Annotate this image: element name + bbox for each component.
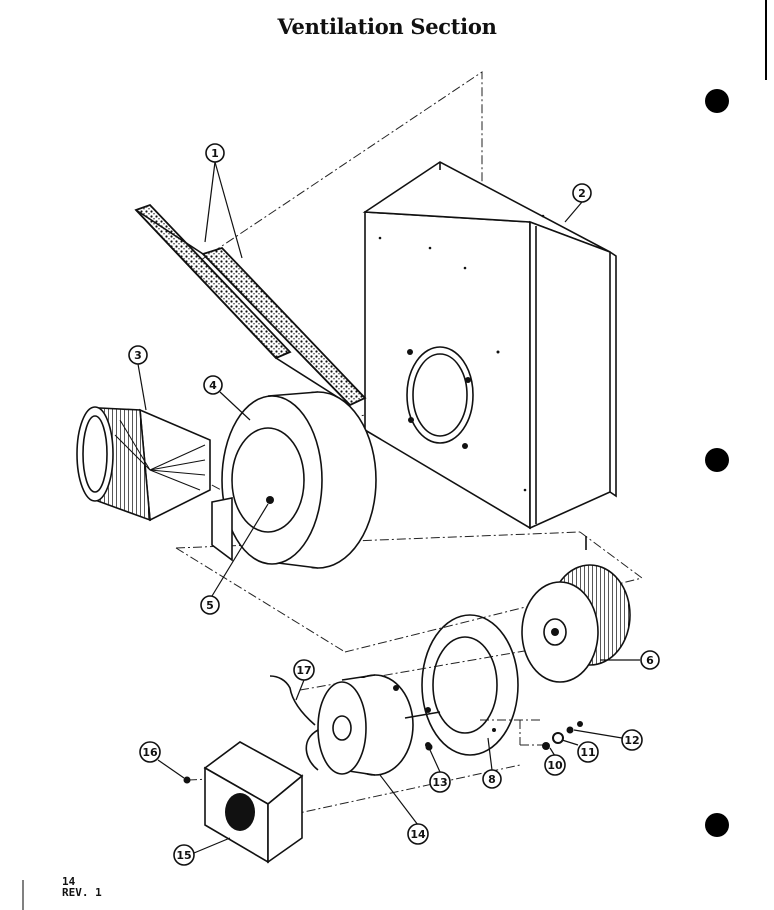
callout-17: 17: [293, 659, 315, 681]
svg-text:5: 5: [206, 599, 214, 612]
svg-text:2: 2: [578, 187, 586, 200]
callout-2: 2: [572, 183, 592, 203]
svg-text:14: 14: [410, 828, 426, 841]
callout-10: 10: [544, 754, 566, 776]
svg-text:3: 3: [134, 349, 142, 362]
callout-13: 13: [429, 771, 451, 793]
part-6-blower-wheel: [521, 536, 631, 683]
callout-1: 1: [205, 143, 225, 163]
callout-4: 4: [203, 375, 223, 395]
callout-8: 8: [482, 769, 502, 789]
part-2-cabinet: [362, 161, 617, 530]
revision-label: REV. 1: [62, 886, 102, 899]
part-17-motor-leads: [269, 675, 319, 771]
part-15-capacitor-box: [203, 741, 304, 864]
hardware-parts: [183, 721, 583, 784]
callout-16: 16: [139, 741, 161, 763]
svg-text:13: 13: [432, 776, 447, 789]
part-1-filters: [134, 203, 367, 407]
svg-text:16: 16: [142, 746, 158, 759]
part-14-motor: [317, 674, 441, 776]
page-number: 14: [62, 875, 76, 888]
callout-3: 3: [128, 345, 148, 365]
svg-text:6: 6: [646, 654, 654, 667]
callout-6: 6: [640, 650, 660, 670]
svg-text:10: 10: [547, 759, 563, 772]
part-4-blower-housing: [211, 391, 377, 569]
svg-text:15: 15: [176, 849, 191, 862]
page-title: Ventilation Section: [277, 14, 497, 39]
svg-text:17: 17: [296, 664, 311, 677]
callout-11: 11: [577, 741, 599, 763]
svg-text:11: 11: [580, 746, 595, 759]
svg-text:12: 12: [624, 734, 639, 747]
svg-text:1: 1: [211, 147, 219, 160]
scan-margin-marks: [22, 0, 767, 910]
page-footer: 14 REV. 1: [62, 876, 102, 898]
svg-text:8: 8: [488, 773, 496, 786]
callout-15: 15: [173, 844, 195, 866]
callout-5: 5: [200, 595, 220, 615]
part-8-mounting-ring: [421, 614, 519, 756]
callout-14: 14: [407, 823, 429, 845]
svg-text:4: 4: [209, 379, 217, 392]
callout-12: 12: [621, 729, 643, 751]
part-3-outlet-duct: [76, 406, 211, 522]
